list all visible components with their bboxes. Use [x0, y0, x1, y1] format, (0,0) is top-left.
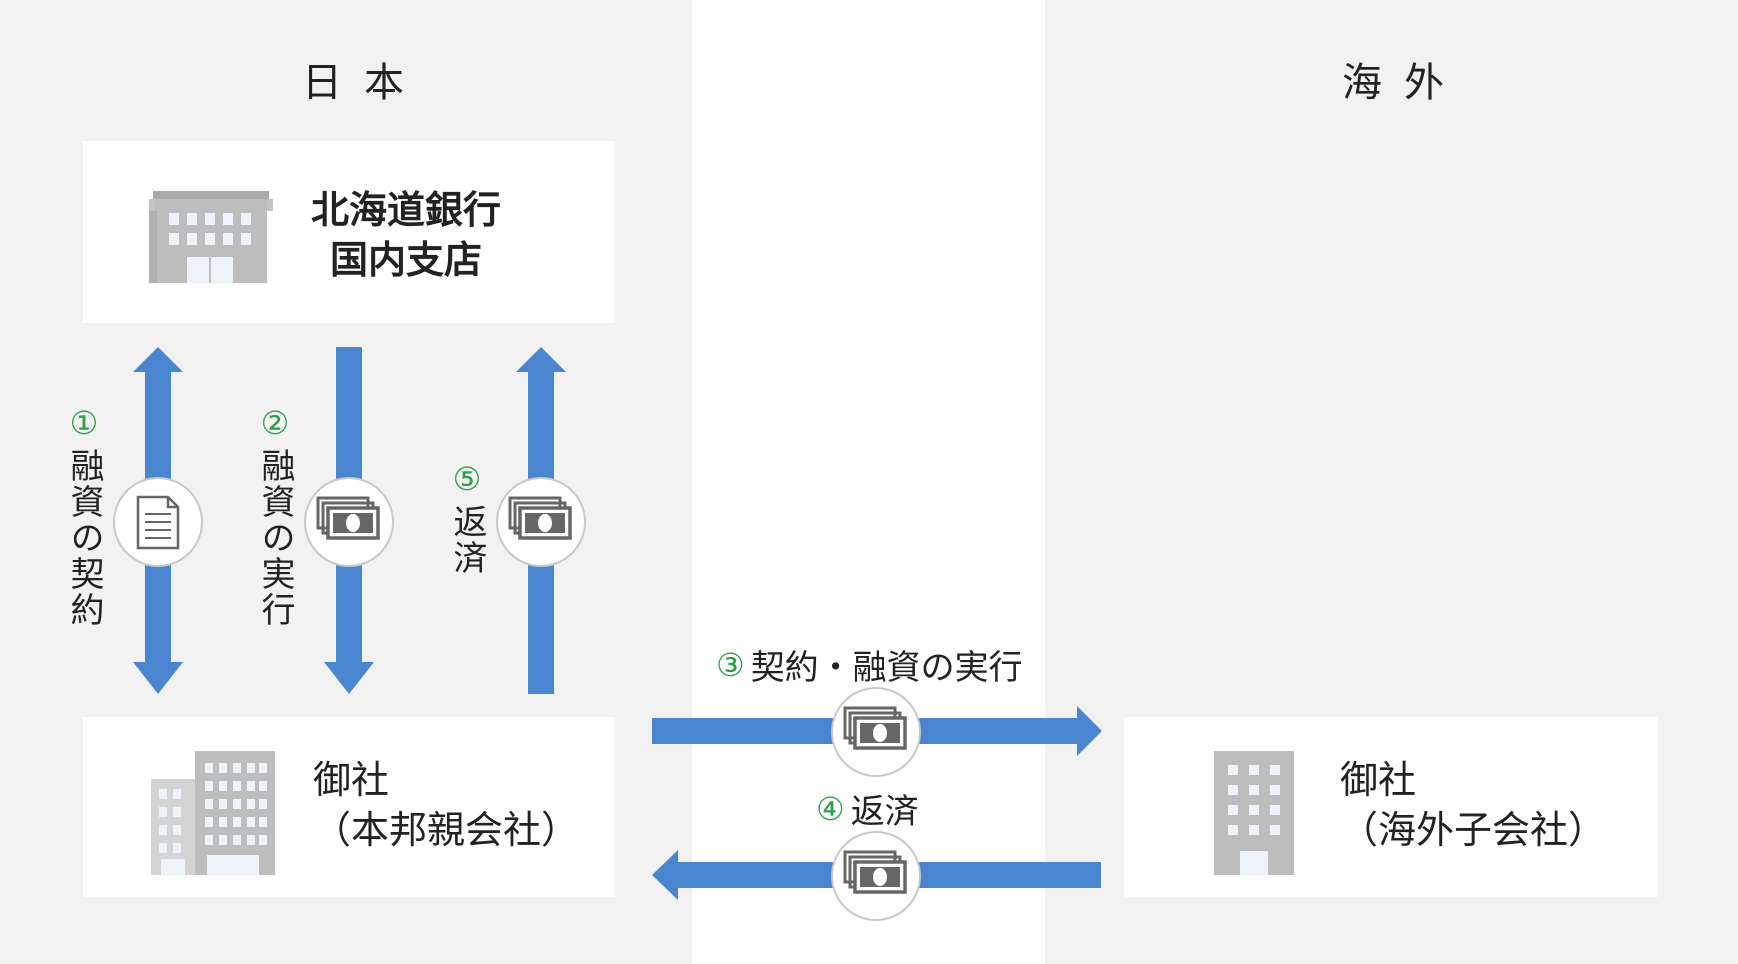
step2-label: ② 融資の実行	[253, 404, 297, 628]
parent-company-label: 御社 （本邦親会社）	[313, 755, 579, 855]
step5-label: ⑤ 返済	[445, 460, 489, 576]
step4-text: 返済	[850, 792, 919, 832]
step5-money-icon	[496, 477, 586, 567]
step2-text: 融資の実行	[255, 448, 295, 628]
subsidiary-building-icon	[1214, 751, 1294, 875]
step5-text: 返済	[447, 504, 487, 576]
region-title-overseas: 海外	[1342, 60, 1466, 106]
step3-number: ③	[716, 645, 745, 684]
step1-label: ① 融資の契約	[62, 404, 106, 628]
step3-money-icon	[831, 687, 921, 777]
step5-number: ⑤	[452, 460, 482, 498]
step2-number: ②	[260, 404, 290, 442]
region-title-japan: 日本	[302, 60, 426, 106]
step2-money-icon	[304, 477, 394, 567]
parent-company-line2: （本邦親会社）	[313, 808, 580, 852]
bank-name-line1: 北海道銀行	[311, 188, 502, 232]
bank-name: 北海道銀行 国内支店	[311, 185, 501, 285]
subsidiary-label: 御社 （海外子会社）	[1340, 755, 1606, 855]
step1-number: ①	[69, 404, 99, 442]
step4-number: ④	[816, 789, 845, 828]
step4-label: ④ 返済	[816, 784, 919, 833]
step1-text: 融資の契約	[64, 448, 104, 628]
subsidiary-line1: 御社	[1340, 758, 1417, 802]
step3-label: ③ 契約・融資の実行	[716, 640, 1023, 689]
bank-name-line2: 国内支店	[330, 238, 483, 282]
bank-building-icon	[149, 191, 273, 283]
step3-text: 契約・融資の実行	[750, 648, 1023, 688]
bank-box: 北海道銀行 国内支店	[83, 141, 615, 323]
parent-company-box: 御社 （本邦親会社）	[83, 717, 615, 897]
step4-money-icon	[831, 831, 921, 921]
step1-document-icon	[113, 477, 203, 567]
subsidiary-line2: （海外子会社）	[1340, 808, 1607, 852]
office-building-icon	[151, 751, 275, 875]
parent-company-line1: 御社	[313, 758, 390, 802]
subsidiary-box: 御社 （海外子会社）	[1124, 717, 1658, 897]
